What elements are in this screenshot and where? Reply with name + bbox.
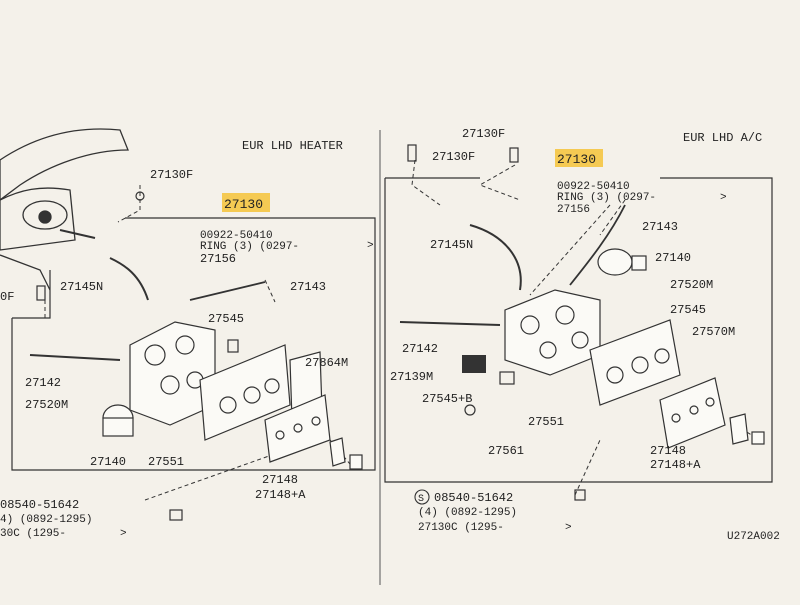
left-highlight-marker	[222, 193, 270, 212]
right-panel: EUR LHD A/C 27130 00922-50410 RING (3) (…	[384, 127, 780, 543]
left-label-27148: 27148	[262, 473, 298, 487]
right-panel-title: EUR LHD A/C	[683, 131, 762, 145]
right-label-27561: 27561	[488, 444, 524, 458]
right-label-27145n: 27145N	[430, 238, 473, 252]
left-screw-line1: 08540-51642	[0, 498, 79, 512]
right-label-27139m: 27139M	[390, 370, 433, 384]
finisher-27570m	[659, 377, 765, 449]
ac-control-unit	[504, 289, 681, 406]
right-label-27142: 27142	[402, 342, 438, 356]
left-assembly-frame	[11, 217, 376, 471]
left-spec-line1: 00922-50410	[200, 230, 273, 242]
finisher-27864m	[264, 394, 331, 463]
right-screw-symbol: S	[418, 494, 424, 505]
left-label-27142: 27142	[25, 376, 61, 390]
left-screw-line2: 4) (0892-1295)	[0, 514, 92, 526]
right-label-27148a: 27148+A	[650, 458, 701, 472]
right-assembly-frame	[384, 177, 773, 483]
left-label-27551: 27551	[148, 455, 184, 469]
right-spec-line2: RING (3) (0297-	[557, 192, 656, 204]
left-label-27545: 27545	[208, 312, 244, 326]
left-spec-chevron: >	[367, 240, 374, 252]
left-panel-title: EUR LHD HEATER	[242, 139, 343, 153]
left-part-27130: 27130	[224, 197, 263, 212]
right-spec-line1: 00922-50410	[557, 181, 630, 193]
right-part-27130: 27130	[557, 152, 596, 167]
right-highlight-marker	[555, 149, 603, 167]
motor-27140	[102, 404, 134, 437]
left-label-27156: 27156	[200, 252, 236, 266]
left-label-27148a: 27148+A	[255, 488, 306, 502]
right-label-27140: 27140	[655, 251, 691, 265]
right-label-27520m: 27520M	[670, 278, 713, 292]
right-label-27570m: 27570M	[692, 325, 735, 339]
right-label-27545b: 27545+B	[422, 392, 472, 406]
right-screw-line2: (4) (0892-1295)	[418, 507, 517, 519]
right-screw-line1: 08540-51642	[434, 491, 513, 505]
left-label-27140: 27140	[90, 455, 126, 469]
left-spec-line2: RING (3) (0297-	[200, 241, 299, 253]
left-screw-chevron: >	[120, 528, 127, 540]
right-screw-line3: 27130C (1295-	[418, 522, 504, 534]
right-screw-chevron: >	[565, 522, 572, 534]
motor-27140-ac	[597, 248, 647, 276]
right-label-27143: 27143	[642, 220, 678, 234]
right-label-27551: 27551	[528, 415, 564, 429]
left-label-27143: 27143	[290, 280, 326, 294]
right-label-27130f-a: 27130F	[462, 127, 505, 141]
left-label-27130f-cut: 0F	[0, 290, 14, 304]
heater-control-unit	[129, 321, 323, 441]
left-panel: EUR LHD HEATER 27130 00922-50410 RING (3…	[0, 128, 376, 540]
right-label-27148: 27148	[650, 444, 686, 458]
right-spec-line3: 27156	[557, 204, 590, 216]
right-label-27545: 27545	[670, 303, 706, 317]
left-label-27130f: 27130F	[150, 168, 193, 182]
right-spec-chevron: >	[720, 192, 727, 204]
left-label-27145n: 27145N	[60, 280, 103, 294]
right-label-27130f-b: 27130F	[432, 150, 475, 164]
footer-code: U272A002	[727, 531, 780, 543]
screw-symbol-circle	[414, 489, 430, 505]
left-label-27864m: 27864M	[305, 356, 348, 370]
left-screw-line3: 30C (1295-	[0, 528, 66, 540]
switch-27139m	[462, 355, 486, 373]
knob-27148	[329, 437, 363, 470]
dashboard-illustration	[0, 128, 129, 291]
left-label-27520m: 27520M	[25, 398, 68, 412]
